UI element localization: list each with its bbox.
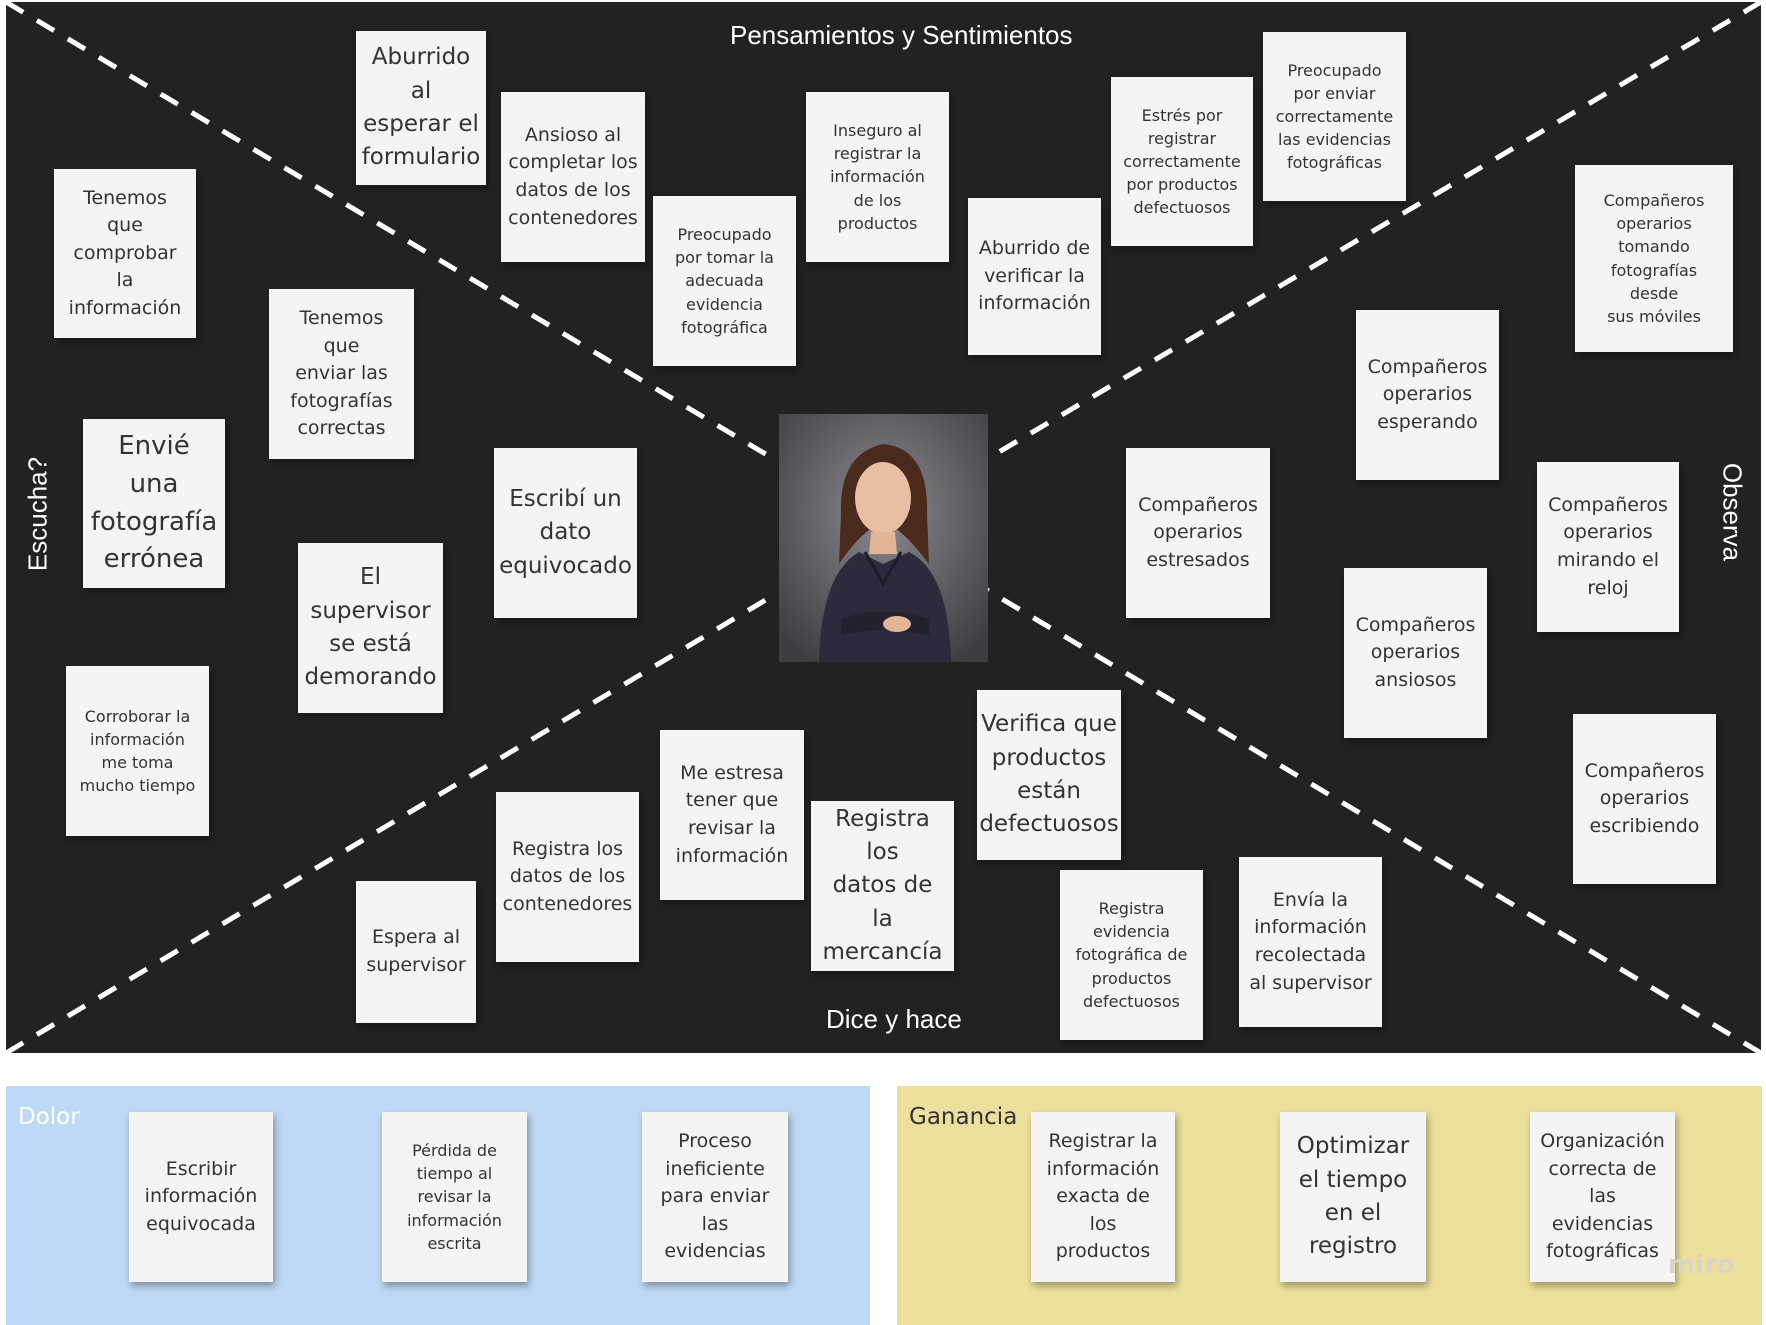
note-supervisor-demorando[interactable]: El supervisor se está demorando (298, 543, 443, 713)
section-title-says-does: Dice y hace (826, 1004, 962, 1034)
ganancia-note-3[interactable]: Organización correcta de las evidencias … (1530, 1112, 1675, 1282)
note-companeros-fotos-moviles[interactable]: Compañeros operarios tomando fotografías… (1575, 165, 1733, 352)
note-verifica-defectuosos[interactable]: Verifica que productos están defectuosos (977, 690, 1121, 860)
ganancia-note-2[interactable]: Optimizar el tiempo en el registro (1280, 1112, 1426, 1282)
ganancia-title: Ganancia (909, 1104, 1018, 1130)
note-ansioso-contenedores[interactable]: Ansioso al completar los datos de los co… (501, 92, 645, 262)
empathy-map-board: Pensamientos y Sentimientos Dice y hace … (6, 2, 1761, 1053)
note-companeros-estresados[interactable]: Compañeros operarios estresados (1126, 448, 1270, 618)
divider-top-right (980, 2, 1761, 465)
note-preocupado-evidencias[interactable]: Preocupado por enviar correctamente las … (1263, 32, 1406, 201)
persona-photo (779, 414, 988, 662)
note-aburrido-verificar[interactable]: Aburrido de verificar la información (968, 198, 1101, 355)
ganancia-panel: Ganancia Registrar la información exacta… (897, 1086, 1762, 1325)
section-title-hears: Escucha? (22, 456, 53, 572)
note-inseguro-productos[interactable]: Inseguro al registrar la información de … (806, 92, 949, 262)
note-registra-evidencia[interactable]: Registra evidencia fotográfica de produc… (1060, 870, 1203, 1040)
ganancia-note-1[interactable]: Registrar la información exacta de los p… (1031, 1112, 1175, 1282)
dolor-title: Dolor (18, 1104, 80, 1130)
note-estres-defectuosos[interactable]: Estrés por registrar correctamente por p… (1111, 77, 1253, 246)
note-aburrido-formulario[interactable]: Aburrido al esperar el formulario (356, 31, 486, 185)
note-tenemos-enviar-fotos[interactable]: Tenemos que enviar las fotografías corre… (269, 289, 414, 459)
note-companeros-esperando[interactable]: Compañeros operarios esperando (1356, 310, 1499, 480)
note-envia-info-supervisor[interactable]: Envía la información recolectada al supe… (1239, 857, 1382, 1027)
dolor-note-3[interactable]: Proceso ineficiente para enviar las evid… (642, 1112, 788, 1282)
dolor-note-1[interactable]: Escribir información equivocada (129, 1112, 273, 1282)
section-title-sees: Observa (1717, 462, 1748, 562)
note-companeros-ansiosos[interactable]: Compañeros operarios ansiosos (1344, 568, 1487, 738)
note-envie-foto-erronea[interactable]: Envié una fotografía errónea (83, 419, 225, 588)
note-corroborar-info[interactable]: Corroborar la información me toma mucho … (66, 666, 209, 836)
note-companeros-reloj[interactable]: Compañeros operarios mirando el reloj (1537, 462, 1679, 632)
note-companeros-escribiendo[interactable]: Compañeros operarios escribiendo (1573, 714, 1716, 884)
diagonal-dividers (6, 2, 1761, 1053)
section-title-thoughts: Pensamientos y Sentimientos (730, 20, 1073, 50)
divider-bottom-right (980, 584, 1761, 1053)
dolor-note-2[interactable]: Pérdida de tiempo al revisar la informac… (382, 1112, 527, 1282)
note-registra-mercancia[interactable]: Registra los datos de la mercancía (811, 801, 954, 971)
dolor-panel: Dolor Escribir información equivocada Pé… (6, 1086, 870, 1325)
note-registra-contenedores[interactable]: Registra los datos de los contenedores (496, 792, 639, 962)
divider-top-left (6, 2, 781, 465)
note-me-estresa-revisar[interactable]: Me estresa tener que revisar la informac… (660, 730, 804, 900)
divider-bottom-left (6, 589, 781, 1053)
miro-logo: miro (1668, 1250, 1735, 1280)
note-preocupado-foto[interactable]: Preocupado por tomar la adecuada evidenc… (653, 196, 796, 366)
note-tenemos-comprobar[interactable]: Tenemos que comprobar la información (54, 169, 196, 338)
note-escribi-dato[interactable]: Escribí un dato equivocado (494, 448, 637, 618)
note-espera-supervisor[interactable]: Espera al supervisor (356, 881, 476, 1023)
